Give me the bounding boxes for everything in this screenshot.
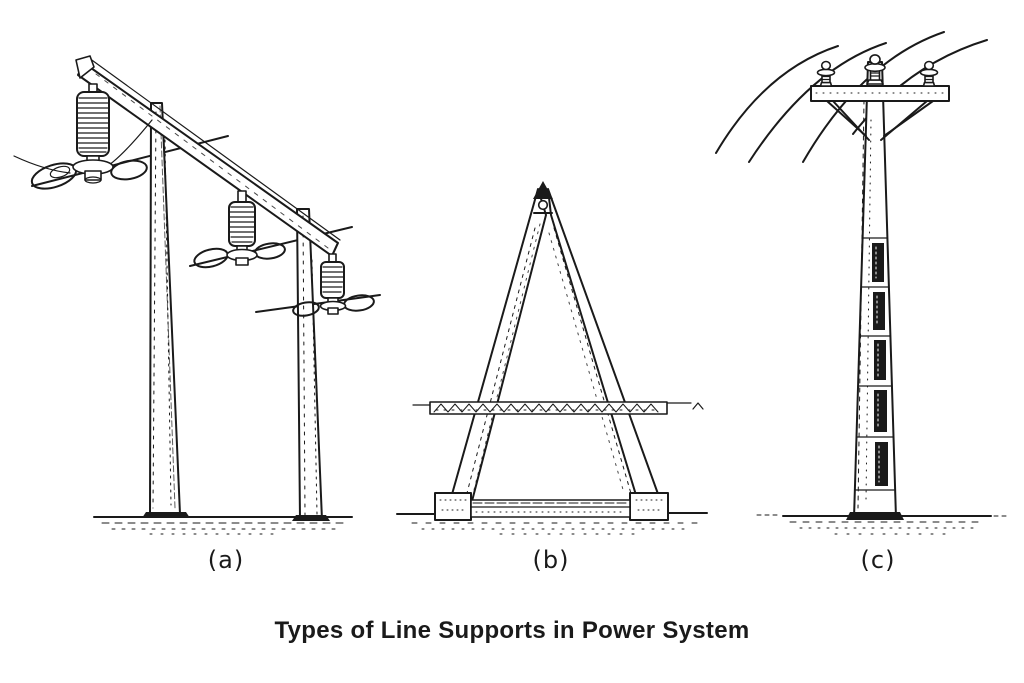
a-frame-leg-right [547,188,663,506]
panel-label-a: (a) [207,546,245,574]
pin-insulator-right [919,60,939,87]
texture [152,105,176,509]
ground-c [756,512,1011,535]
wire-loop-right [343,294,375,312]
arm-braces [826,100,934,141]
cross-arm-a [75,55,341,258]
texture [548,227,633,498]
base-beam [470,499,631,518]
a-frame-leg-left [448,188,547,506]
suspension-insulator-1 [30,83,148,190]
wire-loop-left [292,301,320,317]
ground-b [396,512,708,535]
concrete-pole [853,61,897,519]
pole-rungs [854,237,895,491]
panel-b-drawing [396,181,708,535]
crossbar-b [412,401,704,415]
suspension-insulator-3 [292,253,375,317]
arm-end-cap [75,55,95,79]
figure-caption: Types of Line Supports in Power System [274,617,750,644]
wire-loop-right [254,242,286,260]
insulator-barrel [76,91,110,157]
texture [857,99,872,509]
panel-a-drawing [13,55,381,535]
ground-a [93,512,353,535]
footing-block-left [434,492,472,521]
wooden-pole-left [149,102,181,515]
pin-insulator-center [864,54,886,85]
cross-arm-c [810,85,950,102]
wooden-pole-right [296,208,323,521]
apex-bolt [537,199,549,211]
suspension-insulator-2 [193,190,286,269]
wire-loop-right [110,159,148,181]
footing-block-right [629,492,669,521]
panel-label-c: (c) [860,546,896,574]
pin-insulator-left [816,60,836,87]
pole-slots [872,243,888,486]
apex-joint [533,181,553,214]
texture [465,223,541,498]
panel-c-drawing [715,31,1011,535]
insulator-link [237,190,247,203]
panel-label-b: (b) [532,546,570,574]
insulator-barrel [228,201,256,247]
